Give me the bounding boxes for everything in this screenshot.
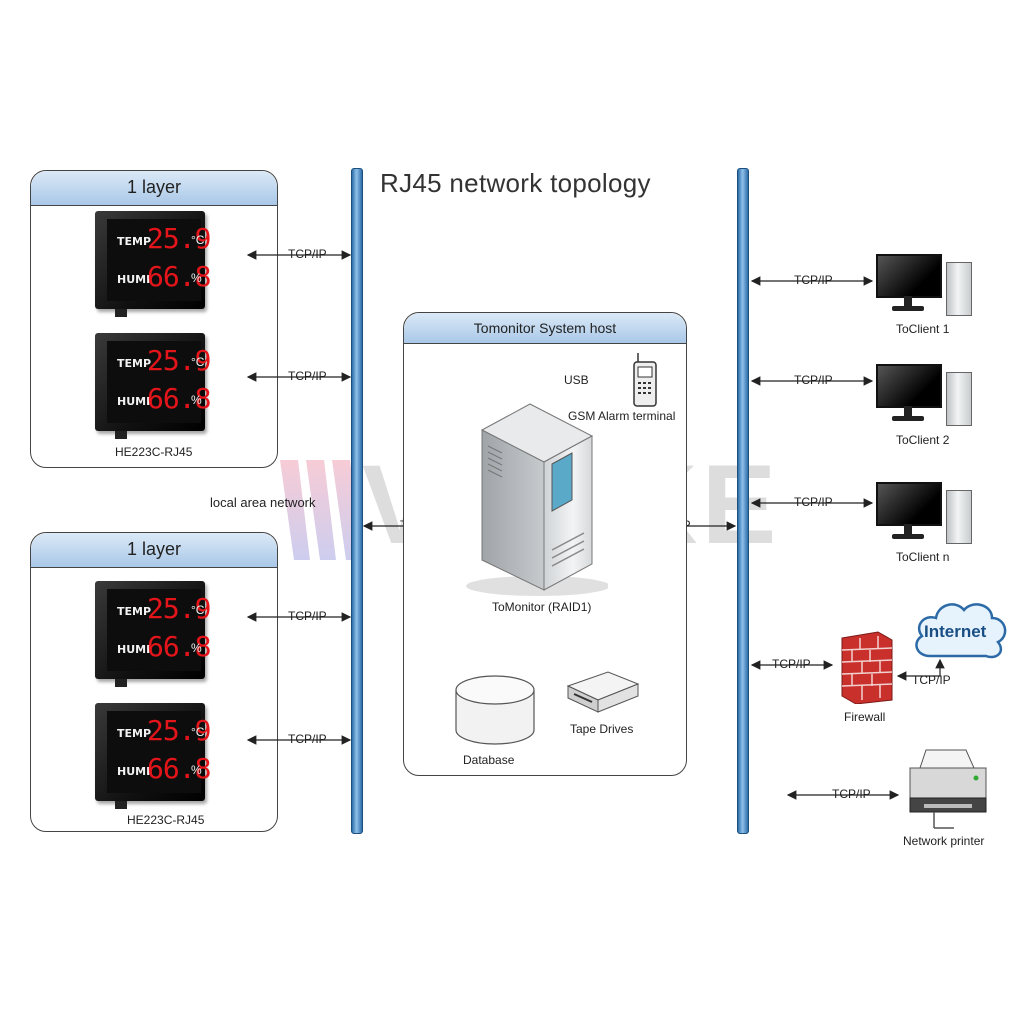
temp-unit: °C — [191, 233, 205, 247]
temp-humidity-display-4: TEMP 25.9 °C HUMI 66.8 % — [95, 703, 211, 809]
tape-drives-label: Tape Drives — [570, 722, 634, 736]
database-icon — [455, 675, 535, 745]
printer-icon — [909, 749, 987, 829]
temp-value: 25.9 — [147, 344, 211, 377]
tape-drive-icon — [566, 671, 640, 713]
layer-group-2: 1 layer TEMP 25.9 °C HUMI 66.8 % TEMP 25… — [30, 532, 278, 832]
tcpip-label: TCP/IP — [912, 673, 951, 687]
page-title: RJ45 network topology — [380, 168, 651, 198]
firewall-brick-icon — [841, 631, 893, 704]
client-computer-1 — [876, 254, 976, 316]
layer-group-1: 1 layer TEMP 25.9 °C HUMI 66.8 % TEMP 25… — [30, 170, 278, 468]
tcpip-label: TCP/IP — [288, 609, 327, 623]
lan-bus-right — [737, 168, 749, 834]
tcpip-label: TCP/IP — [772, 657, 811, 671]
printer-label: Network printer — [903, 834, 985, 848]
humi-label: HUMI — [117, 395, 151, 408]
arrow-internet — [896, 658, 945, 681]
tcpip-label: TCP/IP — [794, 273, 833, 287]
tcpip-label: TCP/IP — [794, 495, 833, 509]
humi-value: 66.8 — [147, 630, 211, 663]
humi-label: HUMI — [117, 643, 151, 656]
humi-unit: % — [191, 271, 202, 285]
usb-label: USB — [564, 373, 589, 387]
temp-label: TEMP — [117, 235, 152, 248]
tower-icon — [946, 490, 972, 544]
tcpip-label: TCP/IP — [794, 373, 833, 387]
lan-bus-left — [351, 168, 363, 834]
cloud-icon — [915, 603, 1007, 659]
server-label: ToMonitor (RAID1) — [492, 600, 592, 614]
humi-value: 66.8 — [147, 752, 211, 785]
layer-group-1-header: 1 layer — [31, 171, 277, 206]
temp-value: 25.9 — [147, 222, 211, 255]
database-label: Database — [463, 753, 515, 767]
gsm-phone-icon — [633, 353, 657, 407]
humi-label: HUMI — [117, 765, 151, 778]
client-computer-2 — [876, 364, 976, 426]
internet-label: Internet — [924, 622, 987, 641]
monitor-icon — [876, 254, 942, 298]
model-label-2: HE223C-RJ45 — [127, 813, 205, 827]
model-label-1: HE223C-RJ45 — [115, 445, 193, 459]
tower-icon — [946, 372, 972, 426]
client-computer-n — [876, 482, 976, 544]
system-host-header: Tomonitor System host — [404, 313, 686, 344]
temp-unit: °C — [191, 603, 205, 617]
humi-unit: % — [191, 641, 202, 655]
humi-value: 66.8 — [147, 260, 211, 293]
humi-value: 66.8 — [147, 382, 211, 415]
tcpip-label: TCP/IP — [832, 787, 871, 801]
temp-humidity-display-1: TEMP 25.9 °C HUMI 66.8 % — [95, 211, 211, 317]
temp-label: TEMP — [117, 605, 152, 618]
gsm-label: GSM Alarm terminal — [568, 409, 676, 423]
temp-humidity-display-2: TEMP 25.9 °C HUMI 66.8 % — [95, 333, 211, 439]
temp-unit: °C — [191, 725, 205, 739]
humi-label: HUMI — [117, 273, 151, 286]
temp-value: 25.9 — [147, 592, 211, 625]
layer-group-2-header: 1 layer — [31, 533, 277, 568]
humi-unit: % — [191, 763, 202, 777]
temp-humidity-display-3: TEMP 25.9 °C HUMI 66.8 % — [95, 581, 211, 687]
tcpip-label: TCP/IP — [288, 732, 327, 746]
temp-label: TEMP — [117, 357, 152, 370]
client-label-1: ToClient 1 — [896, 322, 950, 336]
temp-label: TEMP — [117, 727, 152, 740]
client-label-n: ToClient n — [896, 550, 950, 564]
humi-unit: % — [191, 393, 202, 407]
tower-icon — [946, 262, 972, 316]
monitor-icon — [876, 482, 942, 526]
server-tower-icon — [466, 403, 608, 596]
lan-label: local area network — [210, 495, 316, 510]
tcpip-label: TCP/IP — [288, 247, 327, 261]
firewall-label: Firewall — [844, 710, 886, 724]
temp-unit: °C — [191, 355, 205, 369]
tcpip-label: TCP/IP — [288, 369, 327, 383]
monitor-icon — [876, 364, 942, 408]
client-label-2: ToClient 2 — [896, 433, 950, 447]
temp-value: 25.9 — [147, 714, 211, 747]
